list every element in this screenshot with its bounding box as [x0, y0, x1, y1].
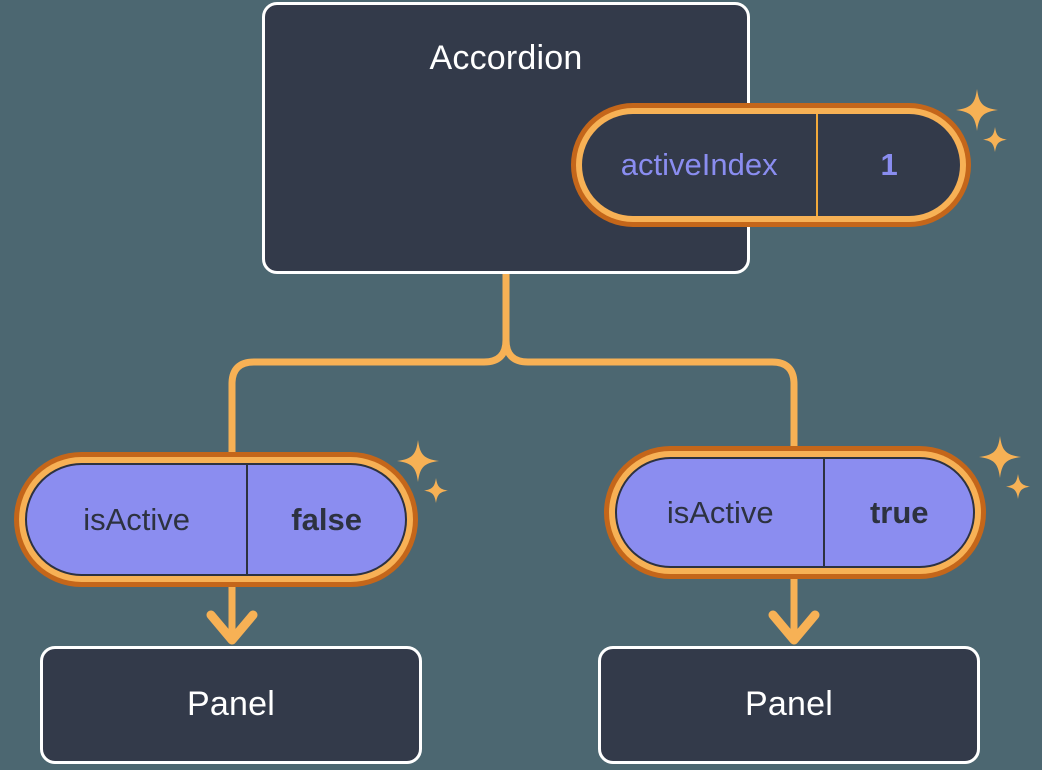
pill-body: isActive false [25, 463, 407, 576]
state-key-label: activeIndex [620, 147, 778, 182]
pill-body: activeIndex 1 [582, 114, 960, 216]
connector-right-branch [502, 268, 798, 454]
state-value-label: false [246, 465, 405, 574]
arrow-right-panel [768, 575, 820, 645]
state-key-label: isActive [666, 494, 774, 530]
panel-title: Panel [187, 685, 275, 723]
arrow-left-panel [206, 583, 258, 645]
state-value-label: true [823, 459, 973, 566]
accordion-component-card[interactable]: Accordion activeIndex 1 [262, 2, 1007, 274]
panel-title: Panel [745, 685, 833, 723]
sparkles-icon [978, 436, 1030, 507]
state-pill-is-active-left[interactable]: isActive false [14, 452, 418, 587]
pill-body: isActive true [615, 457, 975, 568]
accordion-title: Accordion [429, 39, 583, 77]
panel-component-card-right[interactable]: Panel [598, 646, 980, 764]
state-pill-is-active-right[interactable]: isActive true [604, 446, 986, 579]
panel-component-card-left[interactable]: Panel [40, 646, 422, 764]
connector-left-branch [228, 268, 510, 456]
state-value-label: 1 [816, 114, 960, 216]
state-key-label: isActive [83, 501, 191, 537]
state-pill-active-index[interactable]: activeIndex 1 [571, 103, 971, 227]
